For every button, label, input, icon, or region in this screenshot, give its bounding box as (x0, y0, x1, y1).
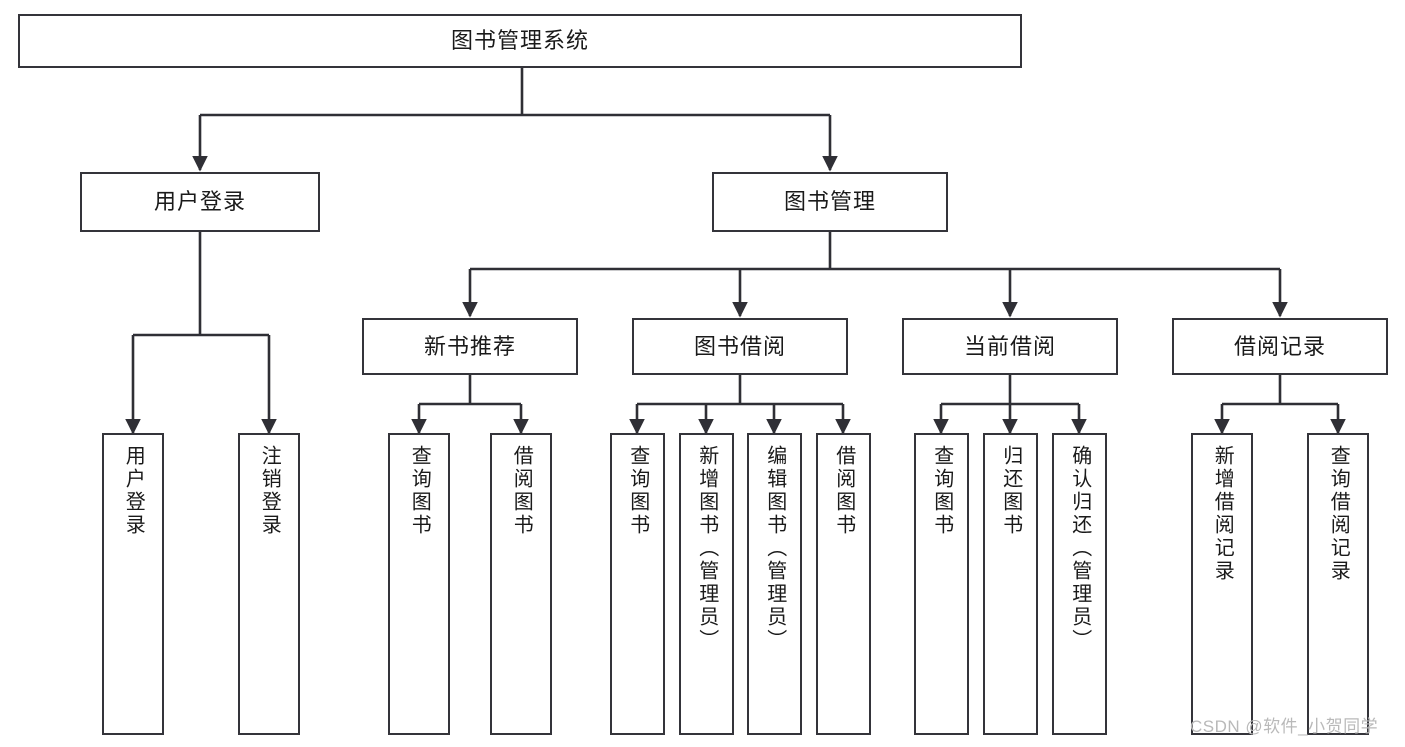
leaf-label: 借阅图书 (832, 445, 855, 537)
leaf-label: 查询借阅记录 (1327, 445, 1350, 583)
node-book-management[interactable]: 图书管理 (712, 172, 948, 232)
node-label: 图书管理 (783, 189, 876, 215)
node-new-book-recommend[interactable]: 新书推荐 (362, 318, 578, 375)
leaf-query-book-current[interactable]: 查询图书 (914, 433, 969, 735)
leaf-label: 确认归还（管理员） (1068, 445, 1091, 652)
leaf-label: 查询图书 (626, 445, 649, 537)
csdn-watermark: CSDN @软件_小贺同学 (1190, 717, 1379, 736)
node-root[interactable]: 图书管理系统 (18, 14, 1022, 68)
leaf-add-borrow-record[interactable]: 新增借阅记录 (1191, 433, 1253, 735)
leaf-label: 新增图书（管理员） (695, 445, 718, 652)
leaf-logout[interactable]: 注销登录 (238, 433, 300, 735)
node-label: 借阅记录 (1233, 333, 1326, 359)
leaf-label: 查询图书 (930, 445, 953, 537)
leaf-borrow-book[interactable]: 借阅图书 (816, 433, 871, 735)
leaf-label: 编辑图书（管理员） (763, 445, 786, 652)
leaf-return-book[interactable]: 归还图书 (983, 433, 1038, 735)
leaf-borrow-book-recommend[interactable]: 借阅图书 (490, 433, 552, 735)
leaf-label: 借阅图书 (510, 445, 533, 537)
leaf-query-book-borrow[interactable]: 查询图书 (610, 433, 665, 735)
leaf-query-borrow-record[interactable]: 查询借阅记录 (1307, 433, 1369, 735)
leaf-confirm-return-admin[interactable]: 确认归还（管理员） (1052, 433, 1107, 735)
leaf-label: 查询图书 (408, 445, 431, 537)
leaf-label: 用户登录 (122, 445, 145, 537)
leaf-label: 新增借阅记录 (1211, 445, 1234, 583)
leaf-label: 归还图书 (999, 445, 1022, 537)
leaf-query-book-recommend[interactable]: 查询图书 (388, 433, 450, 735)
node-current-borrow[interactable]: 当前借阅 (902, 318, 1118, 375)
leaf-label: 注销登录 (258, 445, 281, 537)
node-label: 用户登录 (153, 189, 246, 215)
leaf-user-login[interactable]: 用户登录 (102, 433, 164, 735)
node-user-login[interactable]: 用户登录 (80, 172, 320, 232)
leaf-edit-book-admin[interactable]: 编辑图书（管理员） (747, 433, 802, 735)
node-borrow-record[interactable]: 借阅记录 (1172, 318, 1388, 375)
node-label: 当前借阅 (963, 333, 1056, 359)
node-label: 新书推荐 (423, 333, 516, 359)
leaf-add-book-admin[interactable]: 新增图书（管理员） (679, 433, 734, 735)
node-label: 图书借阅 (693, 333, 786, 359)
node-label: 图书管理系统 (450, 28, 589, 54)
node-book-borrow[interactable]: 图书借阅 (632, 318, 848, 375)
